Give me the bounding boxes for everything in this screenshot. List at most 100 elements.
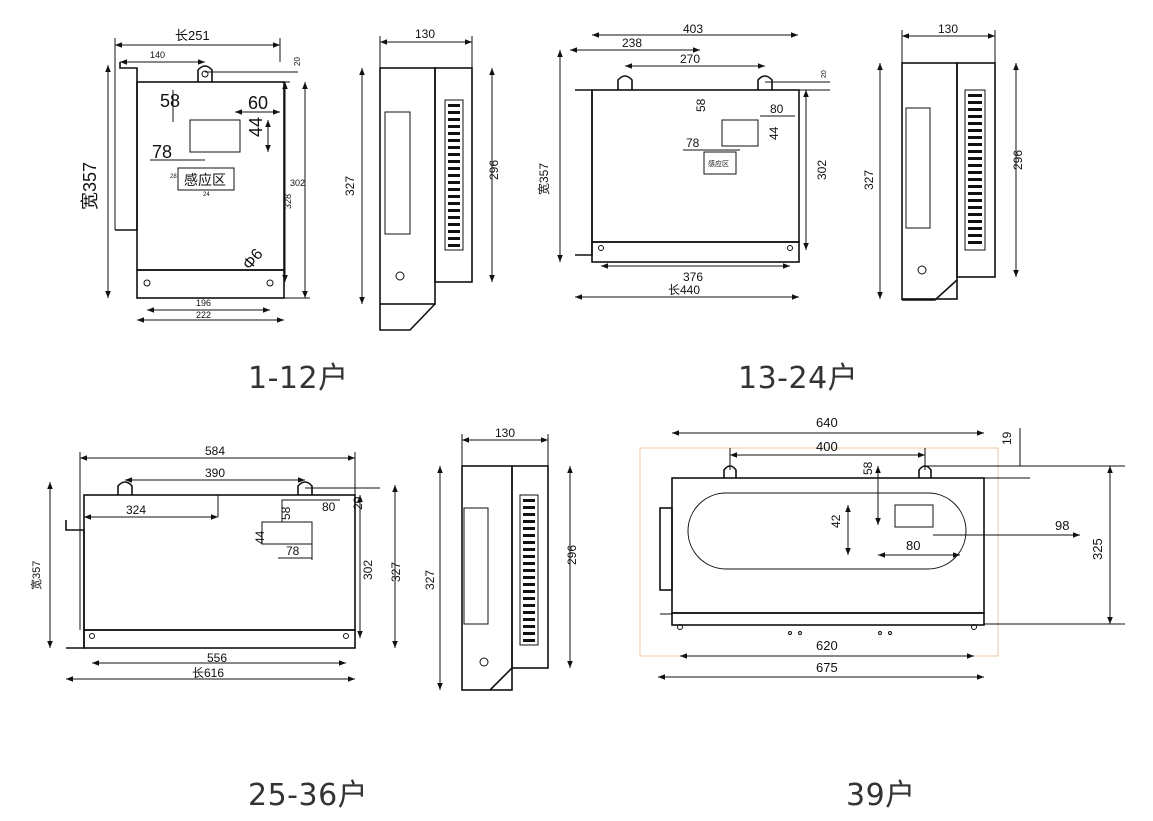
vent-slot — [968, 164, 982, 167]
svg-text:宽357: 宽357 — [536, 163, 551, 195]
svg-text:20: 20 — [821, 70, 828, 78]
svg-text:78: 78 — [686, 136, 700, 150]
svg-text:28: 28 — [170, 174, 177, 180]
vent-slot — [448, 167, 460, 170]
vent-slot — [968, 213, 982, 216]
front-view-2: 403 238 270 20 58 80 44 78 感应区 宽357 302 … — [536, 22, 830, 300]
svg-text:238: 238 — [622, 36, 642, 50]
svg-text:130: 130 — [495, 426, 515, 440]
svg-text:328: 328 — [283, 194, 293, 209]
vent-slot — [968, 157, 982, 160]
svg-text:19: 19 — [1000, 431, 1014, 445]
svg-text:80: 80 — [770, 102, 784, 116]
vent-slot — [968, 234, 982, 237]
vent-slot — [523, 611, 535, 614]
svg-text:222: 222 — [196, 310, 211, 320]
vent-slot — [968, 241, 982, 244]
front-body-3 — [83, 494, 356, 631]
vent-slot — [523, 506, 535, 509]
vent-slot — [968, 185, 982, 188]
side-view-2: 130 327 296 — [862, 22, 1025, 301]
vent-slot — [448, 181, 460, 184]
dim-44: 44 — [246, 117, 266, 137]
vent-slot — [448, 216, 460, 219]
vent-slot — [448, 223, 460, 226]
vent-slot — [448, 118, 460, 121]
vent-slot — [523, 625, 535, 628]
caption-13-24: 13-24户 — [738, 361, 859, 396]
vent-slot — [448, 104, 460, 107]
vent-slot — [523, 590, 535, 593]
svg-text:327: 327 — [423, 570, 437, 590]
svg-text:327: 327 — [343, 176, 357, 196]
mount-ear-1 — [197, 65, 213, 82]
vent-slot — [968, 171, 982, 174]
side-view-1: 130 327 296 — [343, 27, 501, 331]
svg-text:58: 58 — [861, 461, 875, 475]
svg-text:556: 556 — [207, 651, 227, 665]
vent-slot — [448, 202, 460, 205]
svg-text:44: 44 — [253, 530, 267, 544]
dim-length-251: 长251 — [175, 28, 210, 43]
vent-slot — [448, 237, 460, 240]
svg-text:42: 42 — [829, 514, 843, 528]
svg-text:620: 620 — [816, 638, 838, 653]
vent-slot — [523, 541, 535, 544]
vent-slot — [523, 639, 535, 642]
front-view-4: 640 400 19 58 42 80 98 325 620 675 — [639, 415, 1125, 680]
vent-slot — [523, 576, 535, 579]
svg-text:58: 58 — [279, 506, 293, 520]
vent-slot — [968, 129, 982, 132]
svg-text:296: 296 — [487, 160, 501, 180]
vent-slot — [968, 136, 982, 139]
dim-width-357: 宽357 — [80, 162, 100, 210]
side-back-1 — [379, 67, 436, 305]
vent-slot — [523, 513, 535, 516]
svg-text:302: 302 — [290, 178, 305, 188]
dim-20: 20 — [293, 57, 302, 66]
svg-text:400: 400 — [816, 439, 838, 454]
svg-text:584: 584 — [205, 444, 225, 458]
svg-text:98: 98 — [1055, 518, 1069, 533]
vent-slot — [968, 101, 982, 104]
vent-slot — [523, 597, 535, 600]
svg-text:327: 327 — [862, 170, 876, 190]
svg-text:296: 296 — [1011, 150, 1025, 170]
sensor-area-1 — [177, 167, 235, 191]
side-view-3: 130 327 296 — [423, 426, 579, 691]
dim-78: 78 — [152, 142, 172, 162]
vent-slot — [523, 548, 535, 551]
sensor-label-1: 感应区 — [184, 172, 226, 188]
svg-text:78: 78 — [286, 544, 300, 558]
svg-text:80: 80 — [322, 500, 336, 514]
svg-text:324: 324 — [126, 503, 146, 517]
vent-slot — [523, 618, 535, 621]
svg-text:296: 296 — [565, 545, 579, 565]
dim-140: 140 — [150, 50, 165, 60]
svg-text:327: 327 — [389, 562, 403, 582]
vent-slot — [448, 160, 460, 163]
caption-1-12: 1-12户 — [248, 361, 349, 396]
svg-text:302: 302 — [361, 560, 375, 580]
vent-slot — [523, 604, 535, 607]
svg-text:宽357: 宽357 — [29, 561, 43, 590]
bottom-strip-1 — [136, 269, 285, 299]
vent-slot — [523, 499, 535, 502]
vent-slot — [523, 527, 535, 530]
svg-text:长440: 长440 — [668, 283, 700, 297]
svg-text:403: 403 — [683, 22, 703, 36]
svg-text:640: 640 — [816, 415, 838, 430]
vent-slot — [448, 195, 460, 198]
svg-text:长616: 长616 — [192, 666, 224, 680]
vent-slot — [523, 562, 535, 565]
vent-slot — [523, 555, 535, 558]
vent-slot — [448, 188, 460, 191]
vent-slot — [448, 146, 460, 149]
vent-slot — [968, 122, 982, 125]
vent-slot — [968, 206, 982, 209]
svg-text:376: 376 — [683, 270, 703, 284]
dim-58: 58 — [160, 91, 180, 111]
caption-39: 39户 — [846, 778, 916, 813]
